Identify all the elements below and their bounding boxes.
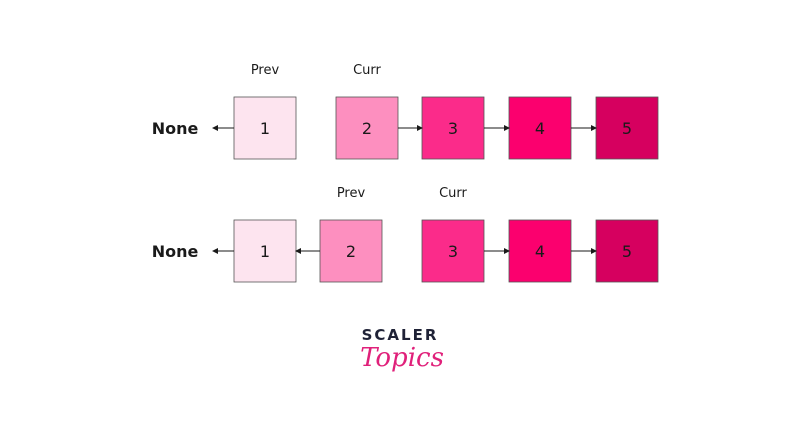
node-box-5 [595, 96, 659, 160]
node-label-2: 2 [346, 242, 356, 261]
node-label-5: 5 [622, 119, 632, 138]
node-label-1: 1 [260, 119, 270, 138]
node-box-2 [319, 219, 383, 283]
node-label-4: 4 [535, 242, 545, 261]
node-box-1 [233, 96, 297, 160]
scaler-topics-logo: SCALER Topics [360, 326, 444, 373]
node-label-1: 1 [260, 242, 270, 261]
node-label-3: 3 [448, 119, 458, 138]
pointer-label-curr: Curr [439, 186, 467, 201]
none-label: None [152, 242, 199, 261]
logo-topics-text: Topics [360, 343, 444, 373]
pointer-label-prev: Prev [251, 63, 280, 78]
pointer-label-curr: Curr [353, 63, 381, 78]
node-box-3 [421, 96, 485, 160]
node-box-4 [508, 219, 572, 283]
none-label: None [152, 119, 199, 138]
row-after: None 1 2 3 4 5 Prev Curr [152, 186, 659, 283]
node-label-2: 2 [362, 119, 372, 138]
logo-scaler-text: SCALER [362, 326, 439, 344]
node-label-5: 5 [622, 242, 632, 261]
node-label-4: 4 [535, 119, 545, 138]
node-box-5 [595, 219, 659, 283]
node-label-3: 3 [448, 242, 458, 261]
node-box-4 [508, 96, 572, 160]
pointer-label-prev: Prev [337, 186, 366, 201]
row-before: None 1 2 3 4 5 Prev Curr [152, 63, 659, 160]
node-box-2 [335, 96, 399, 160]
